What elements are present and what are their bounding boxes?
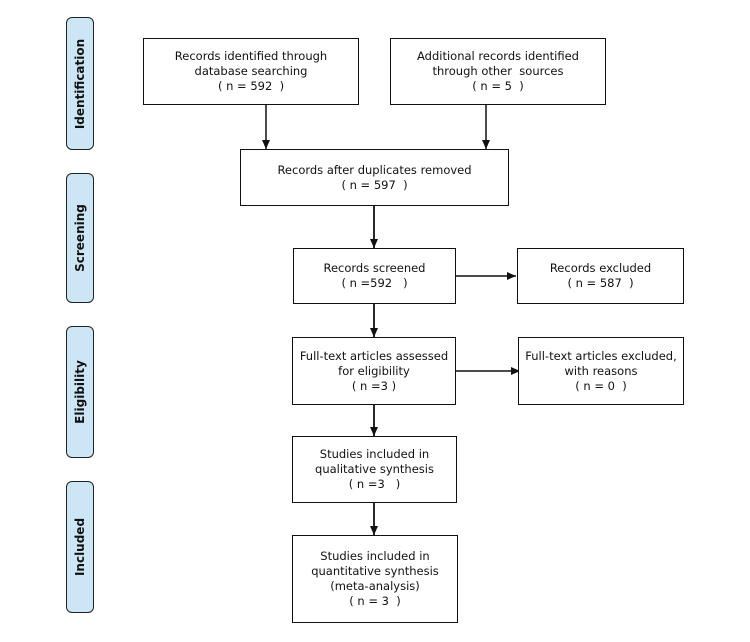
- phase-eligibility: Eligibility: [66, 326, 94, 458]
- box-fulltext-excluded: Full-text articles excluded, with reason…: [518, 337, 684, 405]
- box-after-duplicates: Records after duplicates removed ( n = 5…: [240, 149, 509, 206]
- box-quantitative-synthesis: Studies included in quantitative synthes…: [292, 535, 458, 623]
- box-records-screened: Records screened ( n =592 ): [293, 248, 456, 304]
- phase-included: Included: [66, 481, 94, 613]
- box-records-excluded: Records excluded ( n = 587 ): [517, 248, 684, 304]
- phase-screening: Screening: [66, 173, 94, 303]
- phase-identification: Identification: [66, 17, 94, 150]
- box-database-searching: Records identified through database sear…: [143, 38, 359, 105]
- box-fulltext-assessed: Full-text articles assessed for eligibil…: [292, 337, 456, 405]
- box-qualitative-synthesis: Studies included in qualitative synthesi…: [292, 436, 457, 503]
- box-other-sources: Additional records identified through ot…: [390, 38, 606, 105]
